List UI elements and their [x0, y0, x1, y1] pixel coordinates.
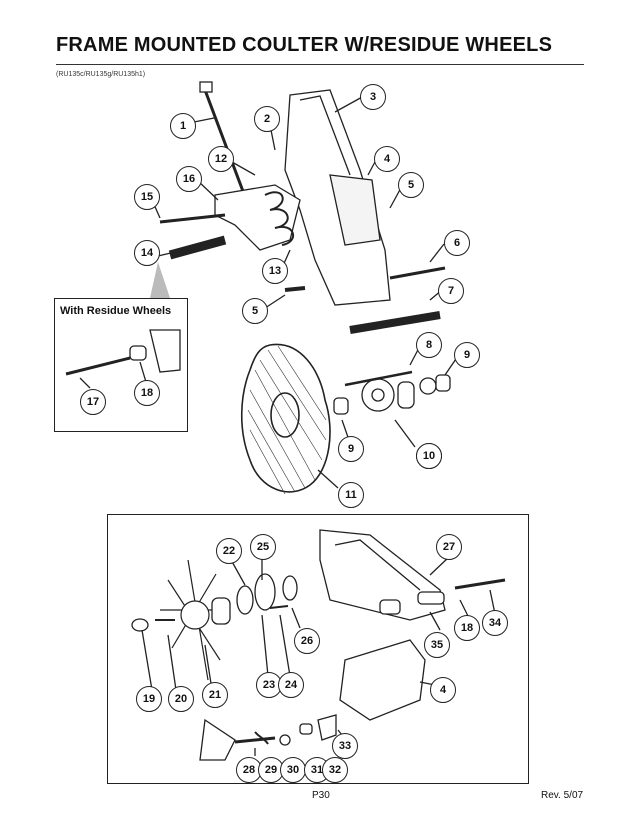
callout-21: 21	[202, 682, 228, 708]
callout-8: 8	[416, 332, 442, 358]
callout-9b: 9	[338, 436, 364, 462]
callout-3: 3	[360, 84, 386, 110]
callout-22: 22	[216, 538, 242, 564]
callout-25: 25	[250, 534, 276, 560]
callout-27: 27	[436, 534, 462, 560]
callout-24: 24	[278, 672, 304, 698]
callout-2: 2	[254, 106, 280, 132]
callout-33: 33	[332, 733, 358, 759]
callout-29: 29	[258, 757, 284, 783]
callout-23: 23	[256, 672, 282, 698]
callout-14: 14	[134, 240, 160, 266]
callout-17: 17	[80, 389, 106, 415]
inset-label: With Residue Wheels	[60, 305, 172, 317]
callout-7: 7	[438, 278, 464, 304]
page-title: FRAME MOUNTED COULTER W/RESIDUE WHEELS	[56, 34, 553, 56]
callout-6: 6	[444, 230, 470, 256]
callout-5b: 5	[242, 298, 268, 324]
alternate-assembly-panel	[107, 514, 529, 784]
callout-35: 35	[424, 632, 450, 658]
page-number: P30	[312, 790, 330, 801]
callout-9: 9	[454, 342, 480, 368]
callout-19: 19	[136, 686, 162, 712]
callout-34: 34	[482, 610, 508, 636]
callout-12: 12	[208, 146, 234, 172]
callout-16: 16	[176, 166, 202, 192]
model-numbers: (RU135c/RU135g/RU135h1)	[56, 71, 146, 78]
callout-18b: 18	[454, 615, 480, 641]
callout-13: 13	[262, 258, 288, 284]
callout-1: 1	[170, 113, 196, 139]
callout-30: 30	[280, 757, 306, 783]
callout-15: 15	[134, 184, 160, 210]
callout-18: 18	[134, 380, 160, 406]
callout-28: 28	[236, 757, 262, 783]
callout-20: 20	[168, 686, 194, 712]
callout-10b: 10	[416, 443, 442, 469]
callout-4b: 4	[430, 677, 456, 703]
callout-5: 5	[398, 172, 424, 198]
callout-4: 4	[374, 146, 400, 172]
callout-11: 11	[338, 482, 364, 508]
callout-26: 26	[294, 628, 320, 654]
title-rule	[56, 64, 584, 65]
callout-32: 32	[322, 757, 348, 783]
revision-date: Rev. 5/07	[541, 790, 584, 801]
